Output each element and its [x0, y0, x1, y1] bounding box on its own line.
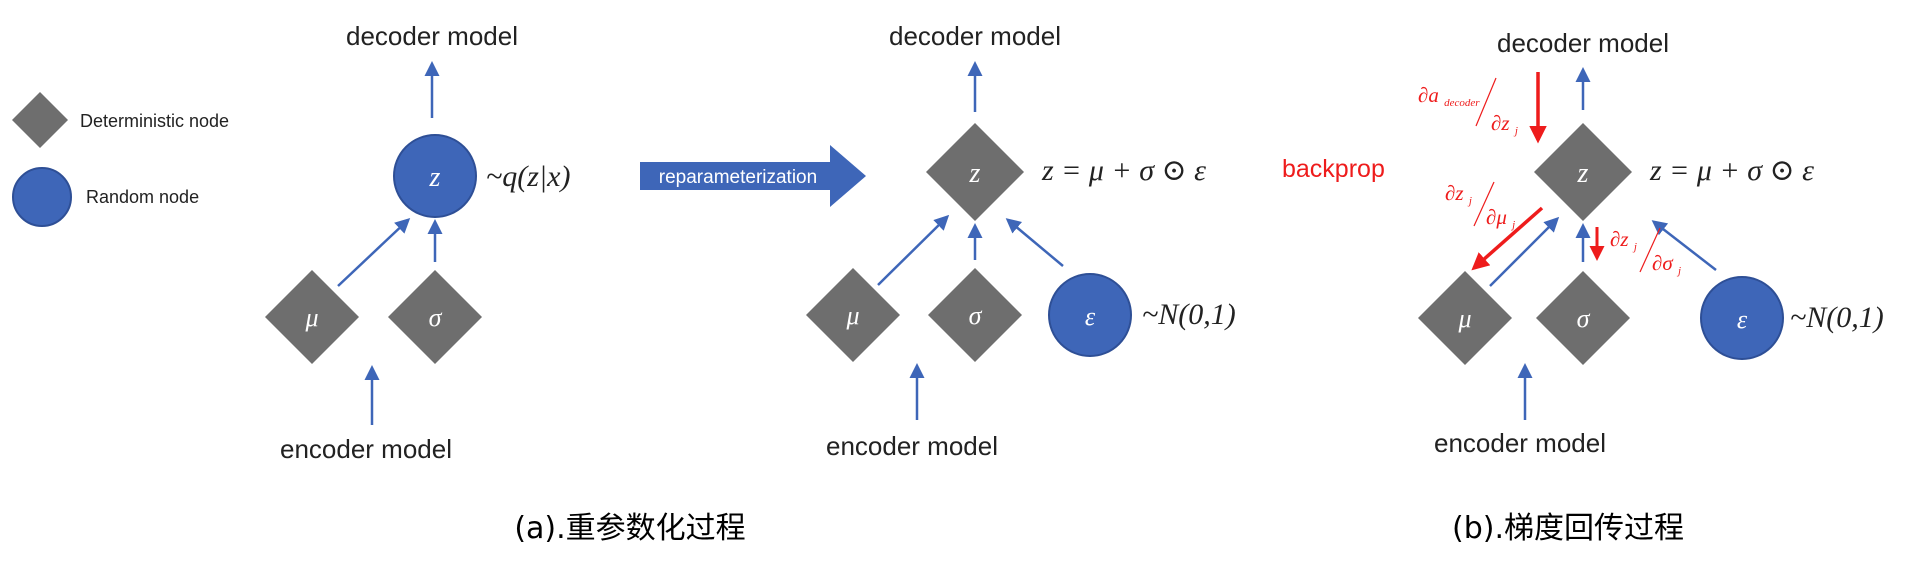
grad-decoder-numerator-sub: decoder	[1444, 97, 1480, 109]
reparameterization-arrow-label: reparameterization	[659, 167, 817, 188]
panel-b-z-node	[926, 123, 1024, 221]
panel-c-mu-label: μ	[1457, 304, 1471, 333]
reparameterization-arrow-shape	[640, 145, 866, 207]
panel-b-eps-node	[1048, 273, 1132, 357]
panel-c-arrow-eps-to-z	[1651, 220, 1717, 271]
caption-b: (b).梯度回传过程	[1452, 511, 1684, 546]
panel-b-arrow-mu-to-z	[877, 214, 950, 286]
panel-b-encoder-label: encoder model	[826, 431, 998, 461]
grad-decoder-numerator: ∂a	[1418, 83, 1439, 107]
legend-deterministic-diamond	[12, 92, 68, 148]
svg-text:∂a decoder: ∂a decoder	[1418, 83, 1480, 109]
panel-b-sigma-node	[928, 268, 1022, 362]
grad-decoder-denominator: ∂z	[1491, 111, 1510, 135]
panel-b-eps-distribution: ~N(0,1)	[1142, 298, 1236, 331]
legend-deterministic-label: Deterministic node	[80, 111, 229, 131]
grad-label-sigma: ∂z j ∂σ j	[1610, 227, 1681, 277]
grad-mu-denominator-sub: j	[1510, 219, 1515, 231]
backprop-label: backprop	[1282, 155, 1385, 183]
panel-c-z-label: z	[1577, 158, 1589, 189]
svg-text:∂z j: ∂z j	[1445, 181, 1472, 207]
panel-c-decoder-label: decoder model	[1497, 28, 1669, 58]
panel-b-mu-label: μ	[845, 301, 859, 330]
grad-sigma-denominator: ∂σ	[1652, 251, 1674, 275]
panel-c-z-equation: z = μ + σ ⊙ ε	[1649, 154, 1814, 187]
panel-a-encoder-label: encoder model	[280, 434, 452, 464]
panel-a-arrow-mu-to-z	[337, 217, 411, 287]
panel-b-sigma-label: σ	[969, 301, 983, 330]
legend-random-circle	[12, 167, 72, 227]
panel-c-z-node	[1534, 123, 1632, 221]
reparameterization-arrow: reparameterization	[640, 145, 866, 207]
svg-text:∂z j: ∂z j	[1610, 227, 1637, 253]
grad-mu-numerator-sub: j	[1467, 195, 1472, 207]
panel-a-sigma-label: σ	[429, 303, 443, 332]
grad-mu-denominator: ∂μ	[1486, 205, 1507, 229]
grad-decoder-fraction-slash	[1475, 77, 1497, 127]
panel-c-mu-node	[1418, 271, 1512, 365]
panel-b-z-equation: z = μ + σ ⊙ ε	[1041, 154, 1206, 187]
svg-text:∂z j: ∂z j	[1491, 111, 1518, 137]
panel-c-sigma-node	[1536, 271, 1630, 365]
grad-mu-numerator: ∂z	[1445, 181, 1464, 205]
panel-a-z-node	[393, 134, 477, 218]
legend-random-label: Random node	[86, 187, 199, 207]
svg-text:∂μ j: ∂μ j	[1486, 205, 1515, 231]
panel-a-decoder-label: decoder model	[346, 21, 518, 51]
caption-a: (a).重参数化过程	[514, 511, 745, 546]
panel-c-encoder-label: encoder model	[1434, 428, 1606, 458]
panel-b-mu-node	[806, 268, 900, 362]
grad-sigma-numerator: ∂z	[1610, 227, 1629, 251]
grad-sigma-numerator-sub: j	[1632, 241, 1637, 253]
panel-b-z-label: z	[969, 158, 981, 189]
grad-mu-fraction-slash	[1473, 181, 1495, 227]
panel-a-mu-label: μ	[304, 303, 318, 332]
panel-a-sigma-node	[388, 270, 482, 364]
svg-text:∂σ j: ∂σ j	[1652, 251, 1681, 277]
grad-label-mu: ∂z j ∂μ j	[1445, 181, 1515, 231]
grad-arrow-z-to-mu	[1471, 206, 1544, 271]
panel-c-sigma-label: σ	[1577, 304, 1591, 333]
grad-sigma-fraction-slash	[1639, 227, 1661, 273]
grad-decoder-denominator-sub: j	[1513, 125, 1518, 137]
panel-c: backprop decoder model z z = μ + σ ⊙ ε μ…	[1282, 28, 1884, 458]
grad-label-decoder: ∂a decoder ∂z j	[1418, 77, 1518, 137]
panel-a-mu-node	[265, 270, 359, 364]
panel-b: decoder model z z = μ + σ ⊙ ε μ σ ε ~N(0…	[806, 21, 1236, 461]
legend: Deterministic node Random node	[12, 92, 229, 227]
panel-c-eps-distribution: ~N(0,1)	[1790, 301, 1884, 334]
panel-a: decoder model z ~q(z|x) μ σ encoder mode…	[265, 21, 570, 464]
panel-a-z-distribution: ~q(z|x)	[486, 160, 570, 193]
panel-b-eps-label: ε	[1085, 302, 1096, 331]
panel-a-z-label: z	[429, 162, 441, 193]
panel-c-eps-label: ε	[1737, 305, 1748, 334]
grad-sigma-denominator-sub: j	[1676, 265, 1681, 277]
panel-b-arrow-eps-to-z	[1005, 218, 1064, 267]
panel-c-arrow-mu-to-z	[1489, 216, 1560, 287]
panel-c-eps-node	[1700, 276, 1784, 360]
panel-b-decoder-label: decoder model	[889, 21, 1061, 51]
